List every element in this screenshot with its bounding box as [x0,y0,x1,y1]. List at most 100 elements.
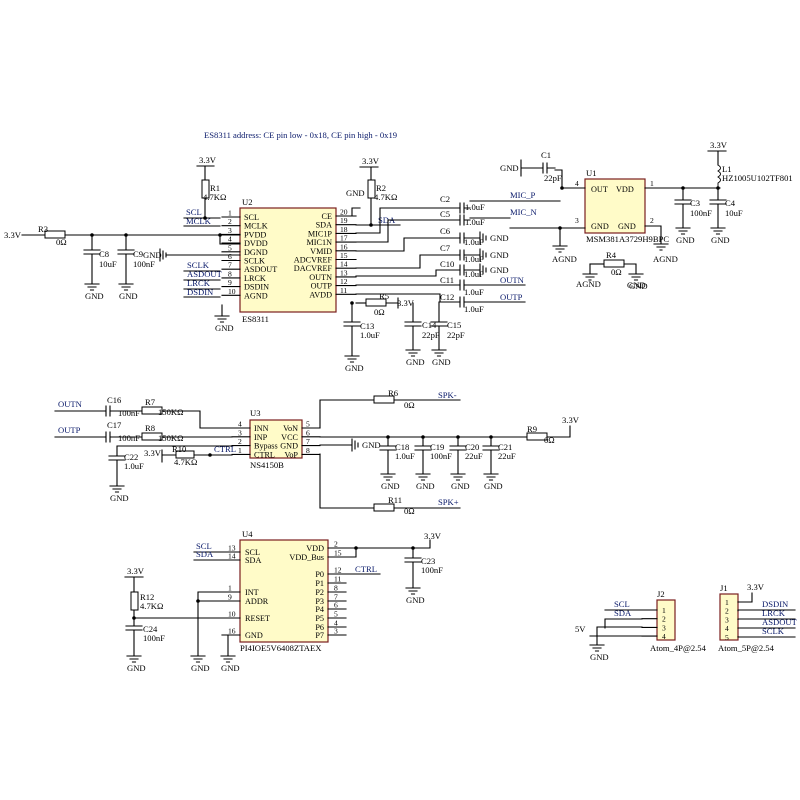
r4-agnd: AGND [576,279,601,289]
c3-value: 100nF [690,208,712,218]
u4-left-name-10: RESET [245,614,270,623]
gnd-symbol-13 [483,473,499,481]
r4-resistor [603,259,625,268]
net-outp-left: OUTP [58,425,81,435]
net-lrck: LRCK [187,278,211,288]
gnd-label-13: GND [484,481,503,491]
c22-ref: C22 [124,452,138,462]
u3-right-num-6: 6 [306,428,310,437]
c18-value: 1.0uF [395,451,415,461]
c13-value: 1.0uF [360,330,380,340]
u2-right-num-17: 17 [340,234,348,243]
u4-right-name-4: P6 [315,623,324,632]
u2-right-name-13: OUTN [309,273,332,282]
gnd-symbol-11 [415,473,431,481]
c24-value: 100nF [143,633,165,643]
u1-agnd-a: AGND [552,254,577,264]
j1-net-lrck: LRCK [762,608,786,618]
u2-right-num-16: 16 [340,242,348,251]
gnd-label-17: GND [221,663,240,673]
u4-left-num-9: 9 [228,593,232,602]
l1-3v3: 3.3V [710,140,728,150]
u3-right-name-6: VCC [281,433,298,442]
net-dsdin: DSDIN [187,287,214,297]
gnd-label-10: GND [381,481,400,491]
u4-left-num-1: 1 [228,584,232,593]
u1-pin-gnd3: GND [591,222,609,231]
r11-value: 0Ω [404,506,415,516]
r11-ref: R11 [388,495,402,505]
c9-value: 100nF [133,259,155,269]
r2-ref: R2 [376,183,386,193]
u4-left-name-1: INT [245,588,259,597]
c4-ref: C4 [725,198,736,208]
u2-right-num-11: 11 [340,286,348,295]
ce-gnd: GND [346,188,365,198]
j1-pins-num-1: 1 [725,598,729,607]
r7-ref: R7 [145,397,156,407]
j2-pins-num-3: 3 [662,623,666,632]
u4-body [239,539,329,643]
net-sclk: SCLK [187,260,210,270]
net-mclk: MCLK [186,216,212,226]
c14-ref: C14 [422,320,437,330]
gnd-symbol-7 [710,227,726,235]
u2-body [239,207,337,313]
r4-gnd: GND [627,280,646,290]
c19-value: 100nF [430,451,452,461]
j2-pins-num-2: 2 [662,615,666,624]
gnd-symbol-12 [450,473,466,481]
l1-ref: L1 [722,164,732,174]
u2-left-name-8: LRCK [244,274,266,283]
gnd-symbol-16 [190,655,206,663]
r10-3v3: 3.3V [144,448,162,458]
u4-right-num-15: 15 [334,549,342,558]
gnd-symbol-17 [220,655,236,663]
u2-left-num-5: 5 [228,243,232,252]
r5-3v3: 3.3V [397,298,415,308]
j2-name: Atom_4P@2.54 [650,643,707,653]
u2-right-num-13: 13 [340,268,348,277]
gnd-label-5: GND [432,357,451,367]
r9-3v3: 3.3V [562,415,580,425]
r1-3v3: 3.3V [199,155,217,165]
r6-value: 0Ω [404,400,415,410]
u4-left-num-16: 16 [228,627,236,636]
u2-right-name-14: DACVREF [294,264,333,273]
u4-left-name-14: SDA [245,556,261,565]
c23-ref: C23 [421,556,435,566]
net-spk-p: SPK+ [438,497,459,507]
u2-left-num-2: 2 [228,217,232,226]
u3-left-name-4: INN [254,424,269,433]
u1-pin-gnd2: GND [618,222,636,231]
u1-pin-4: 4 [575,179,579,188]
j1-pins-num-2: 2 [725,607,729,616]
r5-value: 0Ω [374,307,385,317]
u2-left-num-10: 10 [228,287,236,296]
u2-name: ES8311 [242,314,269,324]
u2-right-name-15: ADCVREF [294,256,333,265]
gnd-label-0: GND [85,291,104,301]
u2-left-name-9: DSDIN [244,283,269,292]
u2-right-num-19: 19 [340,216,348,225]
j1-net-sclk: SCLK [762,626,785,636]
net-mic-p: MIC_P [510,190,536,200]
c1-ref: C1 [541,150,551,160]
r5-ref: R5 [379,291,389,301]
u4-name: PI4IOE5V6408ZTAEX [240,643,322,653]
j1-name: Atom_5P@2.54 [718,643,775,653]
c2-ref: C2 [440,194,450,204]
u1-ref: U1 [586,168,597,178]
net-sda: SDA [378,215,396,225]
u3-left-num-3: 3 [238,428,242,437]
u2-left-num-6: 6 [228,252,232,261]
c11-value: 1.0uF [464,287,484,297]
c21-ref: C21 [498,442,512,452]
u2-left-num-7: 7 [228,261,232,270]
